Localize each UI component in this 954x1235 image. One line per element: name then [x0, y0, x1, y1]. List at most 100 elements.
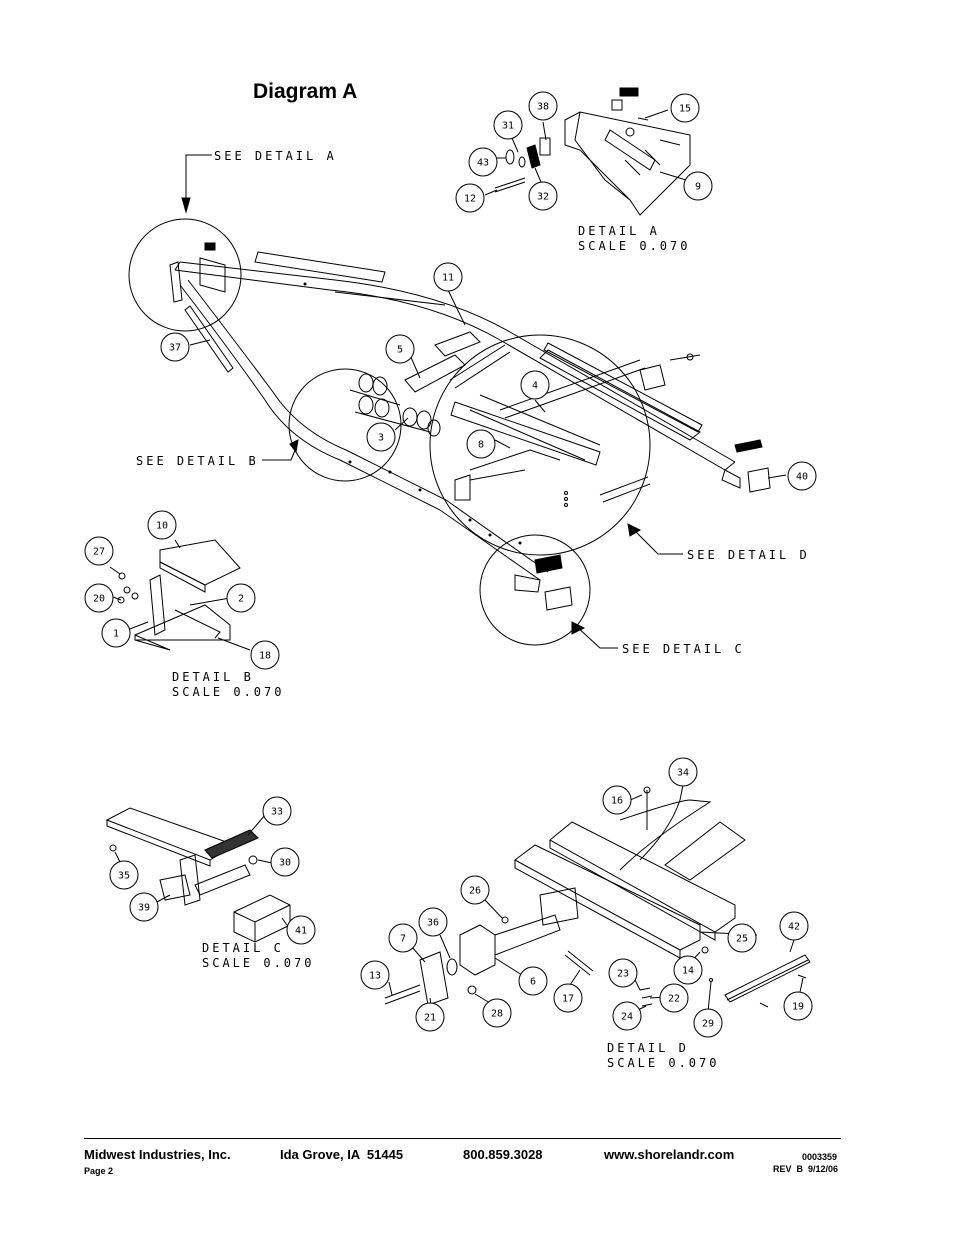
part-balloon-32	[528, 181, 558, 211]
see-detail-b-label: SEE DETAIL B	[136, 454, 259, 468]
footer-rule	[84, 1138, 841, 1139]
footer-revision: REV B 9/12/06	[773, 1164, 839, 1174]
part-number-2: 2	[238, 594, 244, 605]
part-balloon-19	[783, 991, 813, 1021]
part-balloon-28	[482, 998, 512, 1028]
part-number-31: 31	[502, 121, 514, 132]
part-number-34: 34	[677, 768, 689, 779]
part-balloon-29	[693, 1008, 723, 1038]
part-number-37: 37	[169, 343, 181, 354]
part-balloon-26	[460, 875, 490, 905]
part-number-12: 12	[464, 194, 476, 205]
part-number-1: 1	[113, 629, 119, 640]
part-number-20: 20	[93, 594, 105, 605]
part-balloon-17	[553, 983, 583, 1013]
detail-d-circle	[429, 334, 651, 556]
part-number-40: 40	[796, 472, 808, 483]
detail-c-circle	[479, 534, 591, 646]
part-balloon-12	[455, 183, 485, 213]
part-number-21: 21	[424, 1013, 436, 1024]
trailer-frame	[169, 242, 771, 611]
part-balloon-11	[433, 262, 463, 292]
detail-a-name: DETAIL A	[578, 224, 660, 238]
see-detail-d-label: SEE DETAIL D	[687, 548, 810, 562]
footer-page: Page 2	[84, 1166, 114, 1176]
part-balloon-30	[270, 847, 300, 877]
part-number-39: 39	[138, 903, 150, 914]
part-balloon-38	[528, 91, 558, 121]
part-number-7: 7	[400, 934, 406, 945]
part-balloon-2	[226, 583, 256, 613]
detail-c-scale: SCALE 0.070	[202, 956, 314, 970]
part-number-26: 26	[469, 886, 481, 897]
part-number-33: 33	[271, 807, 283, 818]
part-number-27: 27	[93, 547, 105, 558]
part-number-42: 42	[788, 922, 800, 933]
part-balloon-25	[727, 923, 757, 953]
part-balloon-41	[286, 915, 316, 945]
part-balloon-24	[612, 1001, 642, 1031]
detail-c-name: DETAIL C	[202, 941, 284, 955]
part-number-22: 22	[668, 994, 680, 1005]
detail-b-drawing	[117, 539, 241, 651]
part-number-6: 6	[530, 977, 536, 988]
part-number-17: 17	[562, 994, 574, 1005]
part-number-11: 11	[442, 273, 454, 284]
part-balloon-10	[147, 510, 177, 540]
part-balloon-27	[84, 536, 114, 566]
part-number-10: 10	[156, 521, 168, 532]
see-detail-a-label: SEE DETAIL A	[214, 149, 337, 163]
part-balloon-7	[388, 923, 418, 953]
part-balloon-9	[683, 171, 713, 201]
footer-website: www.shorelandr.com	[604, 1147, 735, 1162]
part-number-4: 4	[532, 381, 538, 392]
part-number-30: 30	[279, 858, 291, 869]
part-number-36: 36	[427, 918, 439, 929]
part-balloon-31	[493, 110, 523, 140]
part-balloon-21	[415, 1002, 445, 1032]
part-balloon-23	[608, 958, 638, 988]
footer-address: Ida Grove, IA 51445	[280, 1147, 404, 1162]
part-balloon-37	[160, 332, 190, 362]
part-number-18: 18	[259, 651, 271, 662]
footer-company: Midwest Industries, Inc.	[84, 1147, 231, 1162]
part-balloon-36	[418, 907, 448, 937]
footer-phone: 800.859.3028	[463, 1147, 543, 1162]
part-number-8: 8	[478, 440, 484, 451]
part-balloon-18	[250, 640, 280, 670]
part-number-43: 43	[477, 158, 489, 169]
part-number-14: 14	[682, 966, 694, 977]
part-balloon-34	[668, 757, 698, 787]
part-balloon-22	[659, 983, 689, 1013]
detail-d-drawing	[384, 786, 811, 1008]
part-number-24: 24	[621, 1012, 633, 1023]
part-balloon-3	[366, 422, 396, 452]
part-number-32: 32	[537, 192, 549, 203]
part-balloon-43	[468, 147, 498, 177]
part-number-29: 29	[702, 1019, 714, 1030]
detail-d-scale: SCALE 0.070	[607, 1056, 719, 1070]
part-balloon-5	[385, 334, 415, 364]
part-number-9: 9	[695, 182, 701, 193]
detail-a-circle	[128, 218, 242, 332]
page-title: Diagram A	[253, 80, 358, 103]
part-balloon-13	[360, 960, 390, 990]
detail-b-name: DETAIL B	[172, 670, 254, 684]
part-number-28: 28	[491, 1009, 503, 1020]
part-balloon-1	[101, 618, 131, 648]
part-balloon-35	[109, 860, 139, 890]
part-number-35: 35	[118, 871, 130, 882]
part-balloon-39	[129, 892, 159, 922]
part-number-23: 23	[617, 969, 629, 980]
detail-b-scale: SCALE 0.070	[172, 685, 284, 699]
detail-d-name: DETAIL D	[607, 1041, 689, 1055]
see-detail-c-label: SEE DETAIL C	[622, 642, 745, 656]
part-balloon-14	[673, 955, 703, 985]
footer-doc-number: 0003359	[802, 1152, 838, 1162]
part-number-25: 25	[736, 934, 748, 945]
part-balloon-8	[466, 429, 496, 459]
part-balloon-40	[787, 461, 817, 491]
part-balloon-6	[518, 966, 548, 996]
part-balloon-42	[779, 911, 809, 941]
part-balloon-4	[520, 370, 550, 400]
